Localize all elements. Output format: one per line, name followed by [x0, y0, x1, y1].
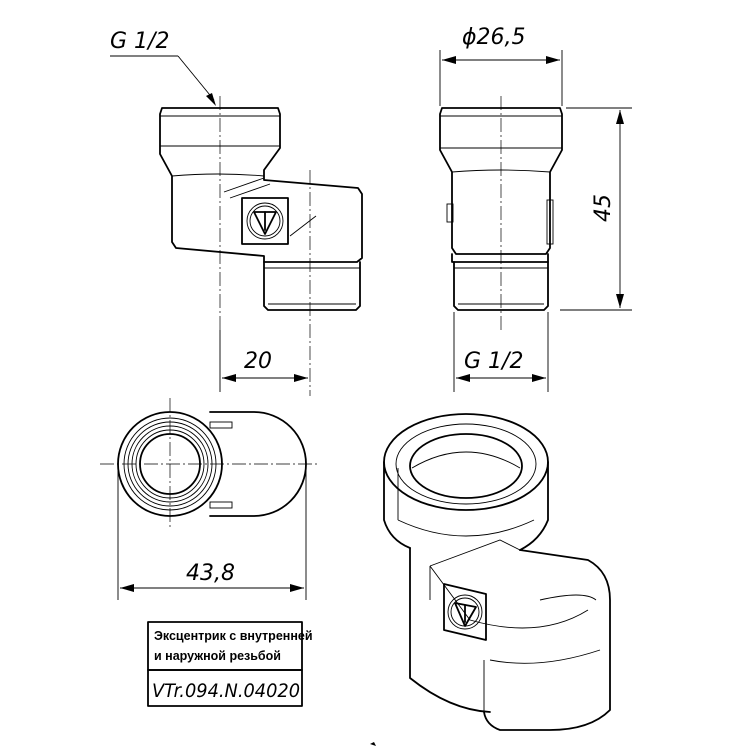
description-line-2: и наружной резьбой — [154, 649, 281, 663]
top-view: 43,8 — [100, 398, 320, 600]
description-line-1: Эксцентрик с внутренней — [154, 629, 313, 643]
part-code: VTr.094.N.04020 — [152, 680, 300, 702]
offset-label: 20 — [244, 349, 272, 374]
height-label: 45 — [591, 194, 616, 222]
side-view: ϕ26,5 45 G 1/2 — [439, 25, 632, 392]
front-view: G 1/2 20 — [110, 29, 363, 396]
valtec-logo-icon — [246, 202, 284, 240]
title-block: Эксцентрик с внутренней и наружной резьб… — [147, 621, 313, 707]
valtec-logo-iso-icon — [447, 594, 483, 630]
diameter-label: ϕ26,5 — [462, 25, 526, 50]
thread-front-label: G 1/2 — [110, 29, 169, 54]
width-label: 43,8 — [186, 561, 235, 586]
isometric-view — [370, 413, 611, 746]
thread-side-label: G 1/2 — [464, 349, 523, 374]
